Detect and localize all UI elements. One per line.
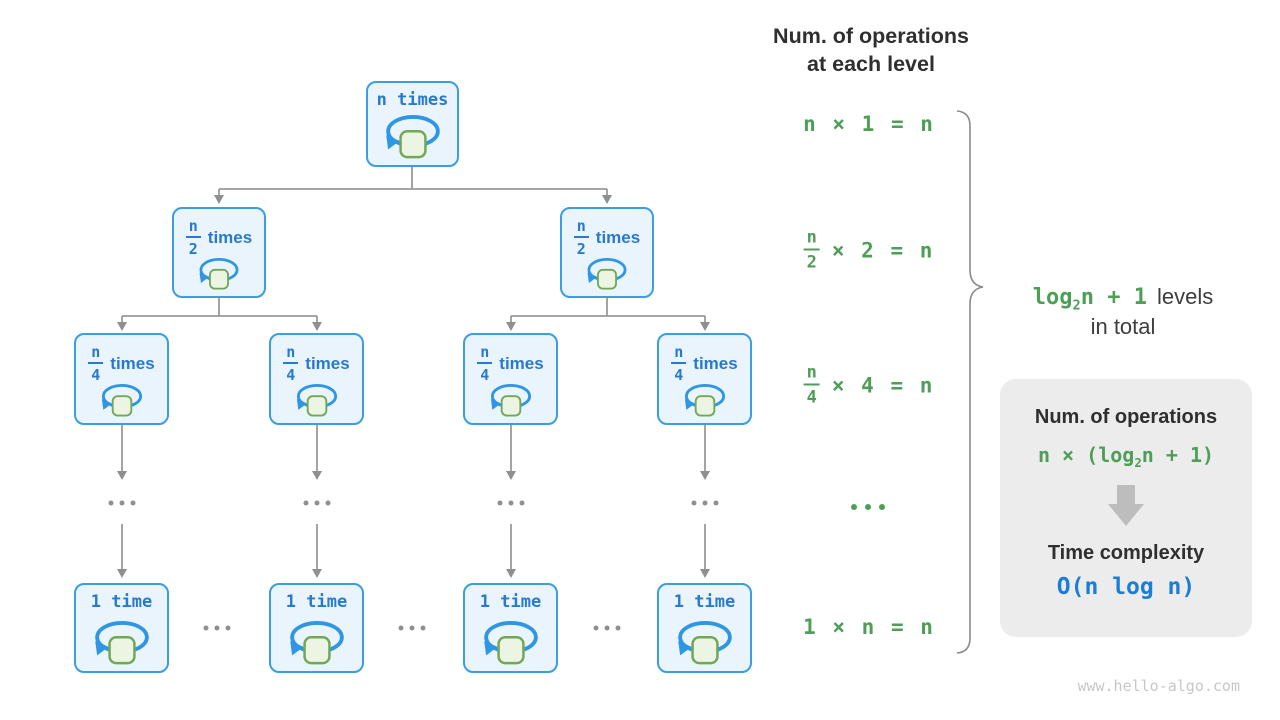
curly-brace bbox=[956, 110, 984, 654]
ellipsis-icon bbox=[106, 500, 139, 506]
column-header-line1: Num. of operations bbox=[773, 24, 969, 48]
node-label: 1 time bbox=[673, 592, 736, 612]
loop-arrow-icon bbox=[294, 384, 337, 417]
panel-title-complexity: Time complexity bbox=[1047, 542, 1205, 564]
loop-arrow-icon bbox=[586, 258, 627, 290]
loop-arrow-icon bbox=[287, 621, 344, 665]
loop-arrow-icon bbox=[682, 384, 725, 417]
tree-node-leaf-4: 1 time bbox=[657, 583, 752, 673]
tree-node-leaf-2: 1 time bbox=[269, 583, 364, 673]
node-label: 1 time bbox=[285, 592, 348, 612]
loop-arrow-icon bbox=[383, 115, 440, 159]
equation-level-last: 1 × n = n bbox=[803, 615, 933, 639]
tree-node-leaf-1: 1 time bbox=[74, 583, 169, 673]
ellipsis-icon bbox=[689, 500, 722, 506]
loop-arrow-icon bbox=[488, 384, 531, 417]
summary-panel: Num. of operations n × (log2n + 1) Time … bbox=[1000, 379, 1252, 637]
loop-arrow-icon bbox=[92, 621, 149, 665]
loop-arrow-icon bbox=[481, 621, 538, 665]
ellipsis-icon bbox=[495, 500, 528, 506]
equation-level-1: n × 1 = n bbox=[803, 112, 933, 136]
tree-node-leaf-3: 1 time bbox=[463, 583, 558, 673]
tree-node-root: n times bbox=[366, 81, 459, 167]
node-label: 1 time bbox=[479, 592, 542, 612]
ellipsis-icon bbox=[201, 625, 234, 631]
thick-down-arrow-icon bbox=[1108, 485, 1144, 526]
watermark: www.hello-algo.com bbox=[1077, 677, 1240, 695]
panel-title-operations: Num. of operations bbox=[1034, 406, 1218, 428]
loop-arrow-icon bbox=[99, 384, 142, 417]
ellipsis-icon bbox=[301, 500, 334, 506]
ellipsis-icon bbox=[591, 625, 624, 631]
ellipsis-icon bbox=[847, 504, 889, 510]
loop-arrow-icon bbox=[198, 258, 239, 290]
node-label: 1 time bbox=[90, 592, 153, 612]
ellipsis-icon bbox=[396, 625, 429, 631]
column-header: Num. of operations at each level bbox=[773, 22, 969, 78]
panel-big-o: O(n log n) bbox=[1056, 574, 1196, 600]
column-header-line2: at each level bbox=[807, 52, 935, 76]
levels-total-label: log2n + 1 levels in total bbox=[1032, 284, 1214, 340]
node-label: n times bbox=[376, 90, 449, 110]
levels-formula: log2n + 1 bbox=[1032, 285, 1147, 314]
panel-formula: n × (log2n + 1) bbox=[1037, 443, 1215, 470]
loop-arrow-icon bbox=[675, 621, 732, 665]
